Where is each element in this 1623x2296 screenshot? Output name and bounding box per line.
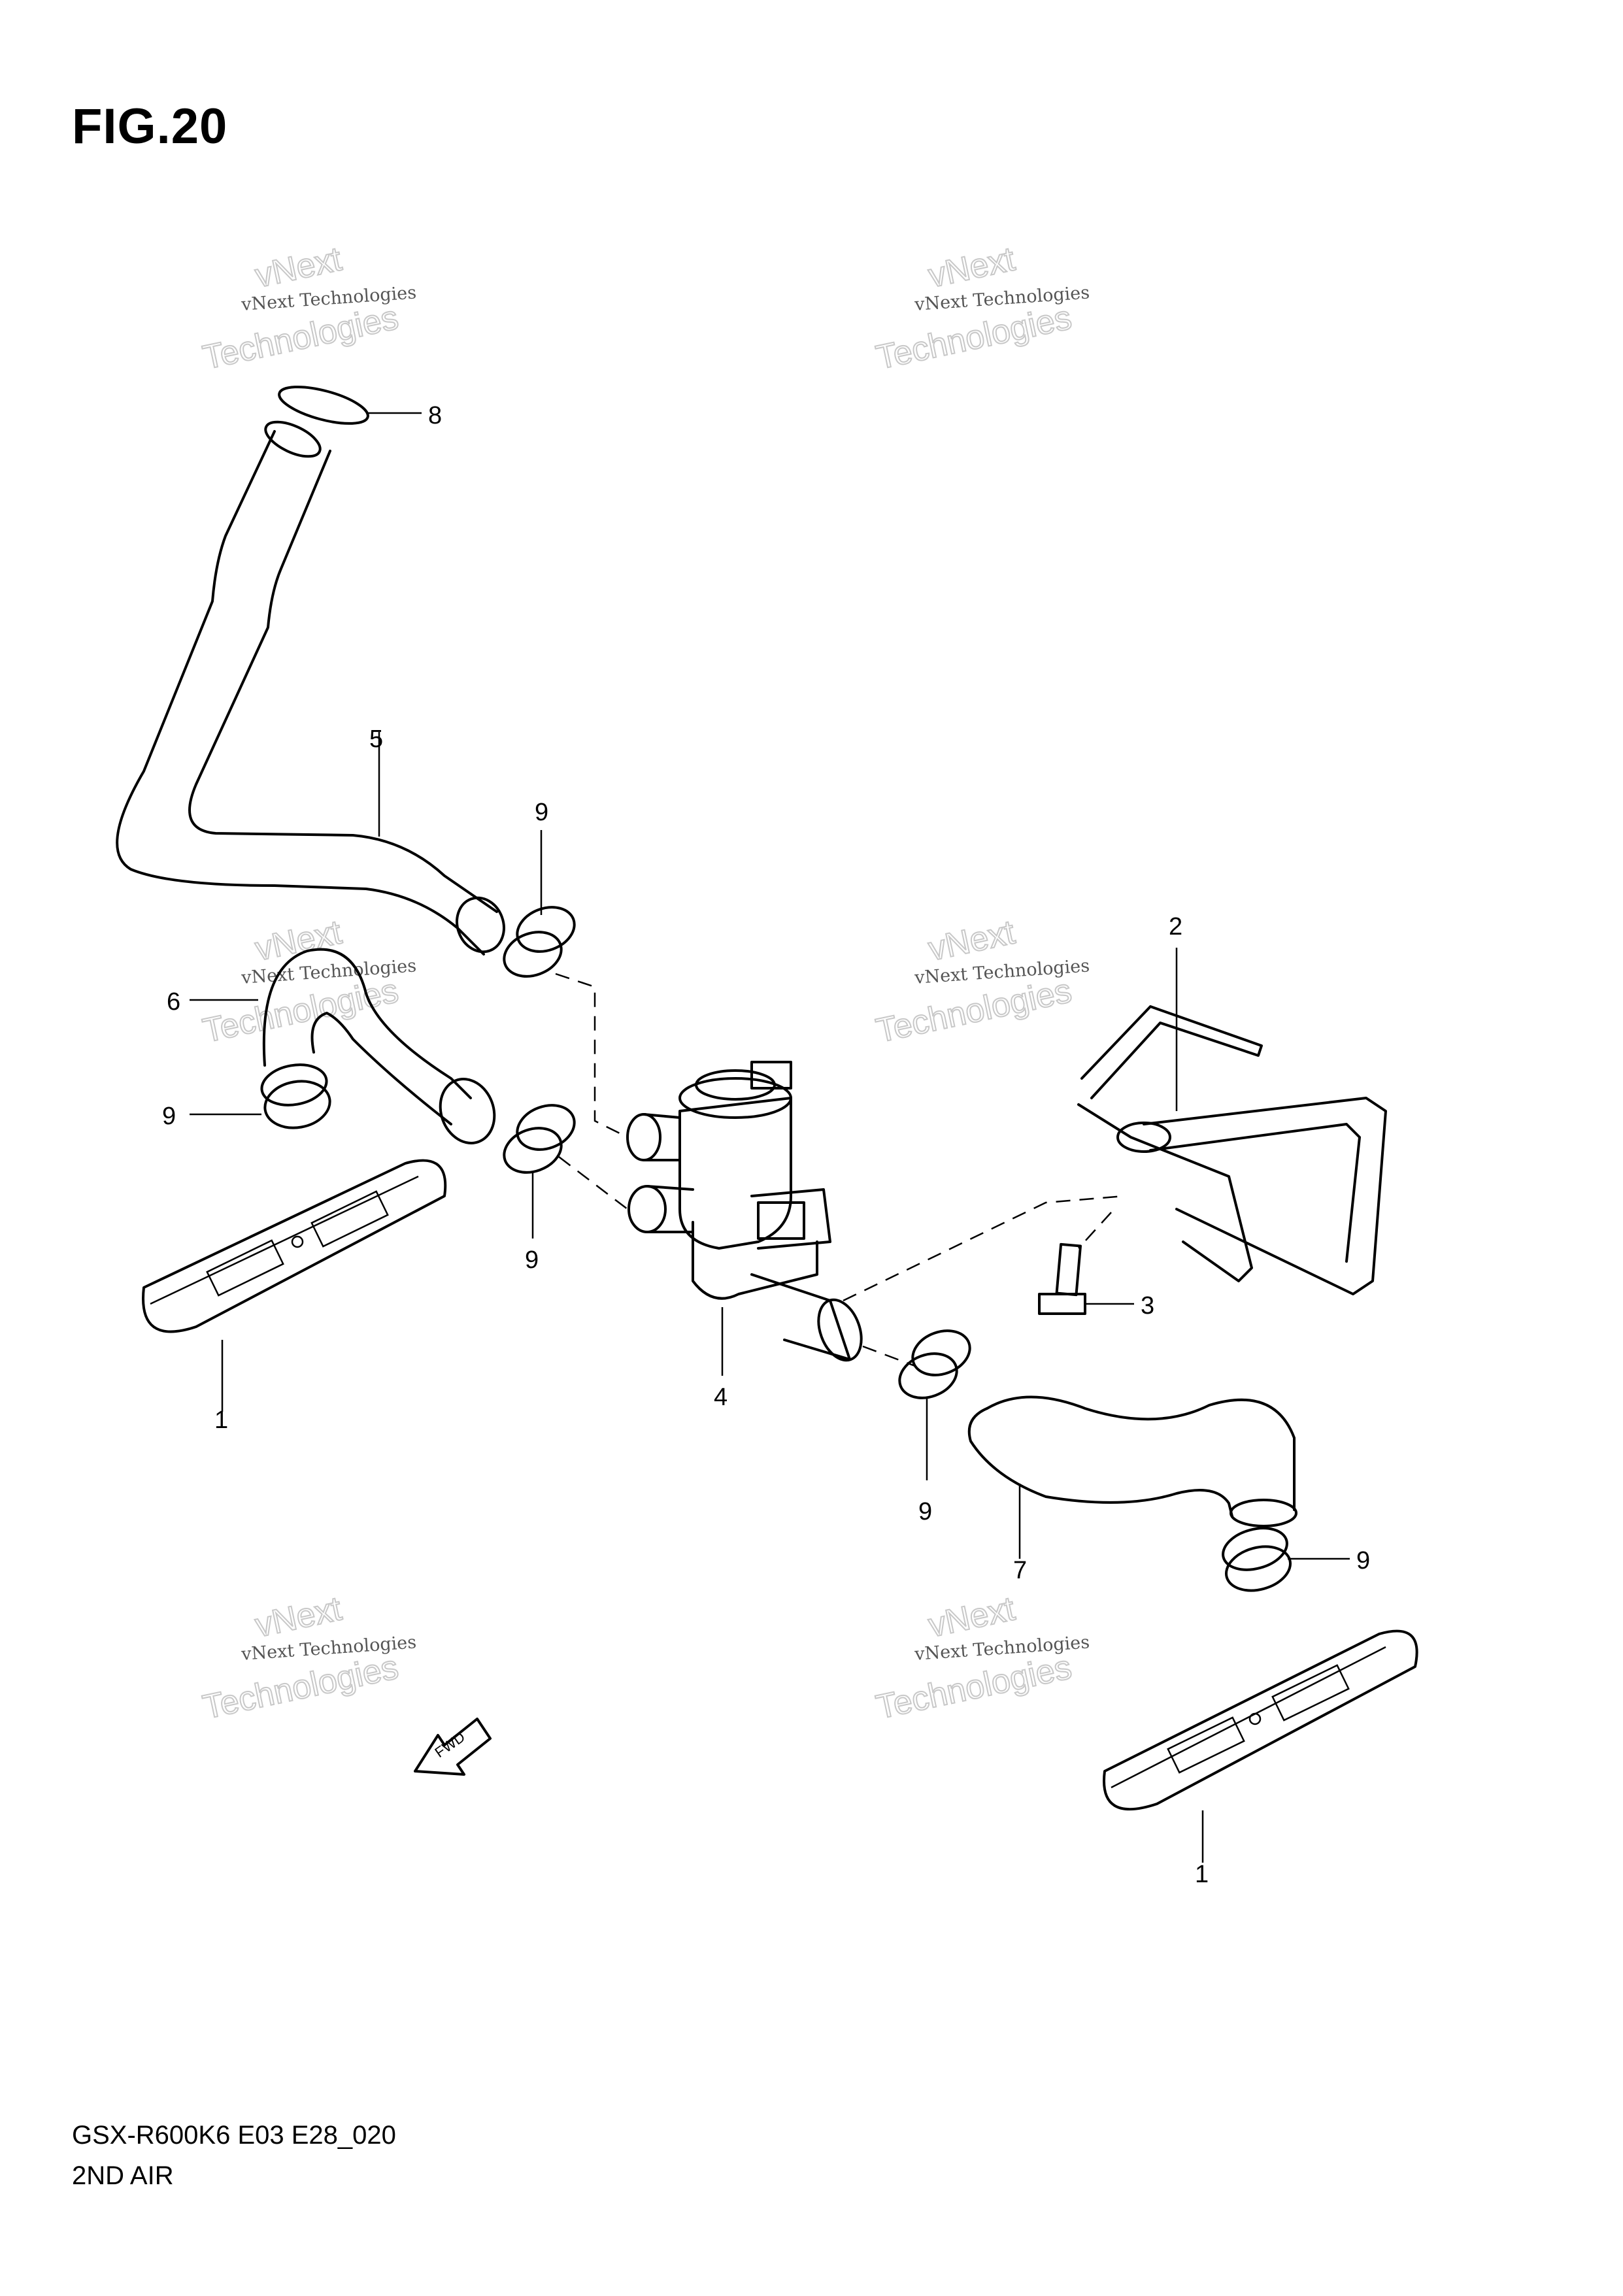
callout-1: 1 bbox=[1195, 1861, 1209, 1888]
watermark-text: vNext bbox=[252, 913, 345, 968]
watermark-mid-left: vNext Technologies vNext Technologies bbox=[199, 912, 417, 1050]
part-9-clamp-right bbox=[1222, 1527, 1350, 1592]
callout-5: 5 bbox=[369, 725, 383, 753]
callout-7: 7 bbox=[1013, 1557, 1027, 1584]
part-9-clamp-mid bbox=[503, 1104, 576, 1239]
callout-4: 4 bbox=[714, 1384, 728, 1411]
callout-9: 9 bbox=[525, 1246, 539, 1274]
watermark-text: vNext bbox=[252, 240, 345, 295]
part-5-hose bbox=[116, 420, 505, 956]
part-2-bracket bbox=[1077, 948, 1387, 1295]
callout-6: 6 bbox=[167, 988, 180, 1016]
watermark-mid-mid: vNext Technologies vNext Technologies bbox=[872, 912, 1090, 1050]
callout-2: 2 bbox=[1169, 913, 1182, 940]
watermark-top-left: vNext Technologies vNext Technologies bbox=[199, 239, 417, 377]
callout-3: 3 bbox=[1141, 1292, 1154, 1320]
part-3-bolt bbox=[1038, 1242, 1134, 1315]
fwd-label: FWD bbox=[432, 1729, 468, 1761]
callout-9: 9 bbox=[162, 1103, 176, 1130]
callout-9: 9 bbox=[1356, 1547, 1370, 1574]
part-9-clamp-right-mid bbox=[898, 1329, 971, 1480]
part-6-hose bbox=[190, 948, 496, 1144]
callout-9: 9 bbox=[918, 1498, 932, 1525]
part-8-clip bbox=[278, 386, 422, 425]
callout-1: 1 bbox=[214, 1406, 228, 1434]
callout-9: 9 bbox=[535, 799, 548, 826]
part-4-valve bbox=[626, 1061, 863, 1376]
part-9-clamp-upper bbox=[503, 830, 576, 978]
section-name: 2ND AIR bbox=[72, 2161, 174, 2190]
assembly-lines bbox=[555, 973, 1125, 1367]
part-1-gasket-left bbox=[142, 1159, 447, 1412]
part-1-gasket-right bbox=[1103, 1629, 1418, 1863]
watermark-low-left: vNext Technologies vNext Technologies bbox=[199, 1589, 417, 1727]
callout-8: 8 bbox=[428, 402, 442, 429]
fwd-arrow: FWD bbox=[414, 1718, 492, 1776]
watermark-top-mid: vNext Technologies vNext Technologies bbox=[872, 239, 1090, 377]
part-9-clamp-left bbox=[190, 1063, 331, 1129]
model-code: GSX-R600K6 E03 E28_020 bbox=[72, 2121, 396, 2150]
watermark-text: vNext bbox=[925, 1589, 1018, 1644]
watermark-text: vNext bbox=[925, 240, 1018, 295]
figure-title: FIG.20 bbox=[72, 99, 228, 154]
watermark-text: vNext bbox=[925, 913, 1018, 968]
watermark-low-mid: vNext Technologies vNext Technologies bbox=[872, 1589, 1090, 1727]
part-7-hose bbox=[967, 1395, 1297, 1559]
watermark-text: vNext bbox=[252, 1589, 345, 1644]
